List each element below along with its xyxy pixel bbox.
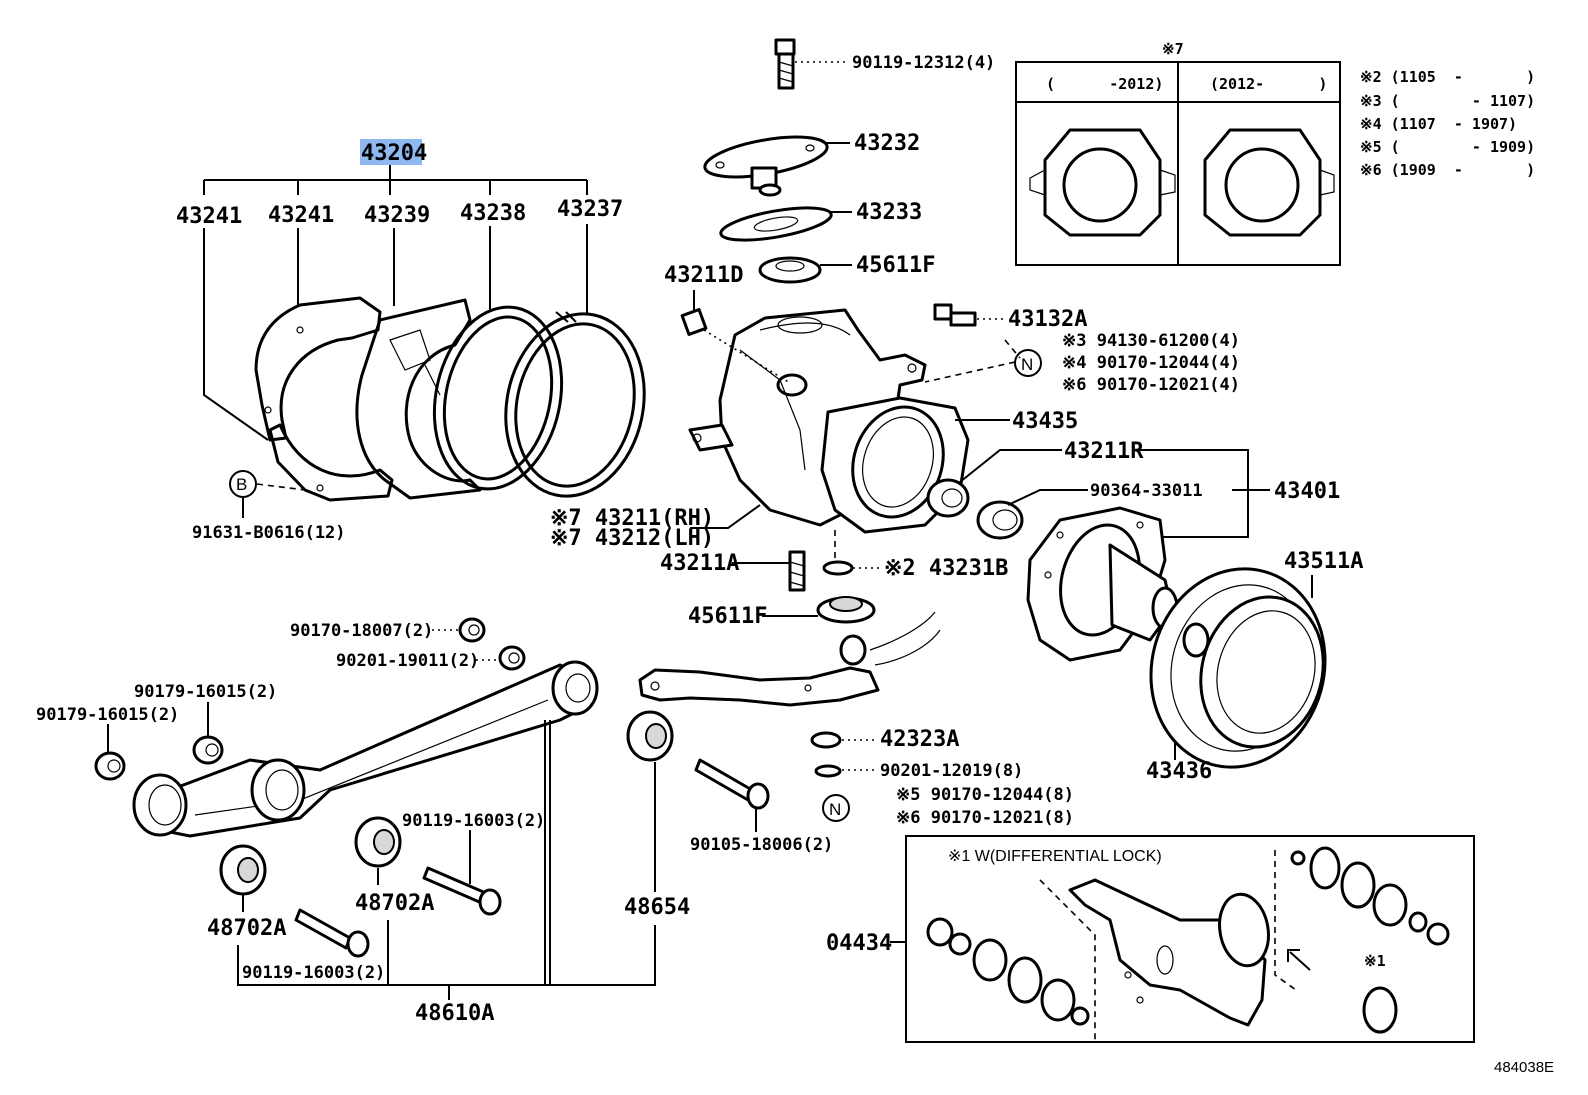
callout-43435[interactable]: 43435 <box>1012 409 1078 434</box>
callout-90179-16015-a[interactable]: 90179-16015(2) <box>134 682 277 702</box>
callout-90170-12021-b[interactable]: ※6 90170-12021(8) <box>896 808 1074 828</box>
bolt-90105-18006 <box>694 758 770 832</box>
bracket-43204 <box>203 165 588 441</box>
washer-42323A <box>810 731 878 749</box>
variant-box-title: ※7 <box>1162 40 1184 58</box>
callout-N-1: N <box>1021 355 1033 374</box>
ref-N-1 <box>1014 349 1042 377</box>
ring-43238 <box>432 305 564 491</box>
callout-48610A[interactable]: 48610A <box>415 1001 494 1026</box>
nut-90170-18007 <box>432 617 486 643</box>
spindle-43401 <box>1026 506 1179 662</box>
callout-45611F-top[interactable]: 45611F <box>856 253 935 278</box>
highlight-43204 <box>360 139 422 165</box>
steering-arm <box>638 611 941 707</box>
shim-43233 <box>719 206 852 242</box>
bushing-48654 <box>626 710 674 892</box>
callout-43237[interactable]: 43237 <box>557 197 623 222</box>
bolt-90119-16003-a <box>422 830 502 916</box>
bolt-90119-16003-b <box>294 908 370 958</box>
stud-43211D <box>680 290 791 384</box>
callout-90201-19011[interactable]: 90201-19011(2) <box>336 651 479 671</box>
callout-90119-16003-b[interactable]: 90119-16003(2) <box>242 963 385 983</box>
callout-43132A[interactable]: 43132A <box>1008 307 1087 332</box>
bearing-45611F-top <box>758 256 852 284</box>
callout-90119-12312[interactable]: 90119-12312(4) <box>852 53 995 73</box>
callout-43238[interactable]: 43238 <box>460 201 526 226</box>
kit-box-title: ※1 W(DIFFERENTIAL LOCK) <box>948 848 1162 865</box>
callout-43232[interactable]: 43232 <box>854 131 920 156</box>
bushing-43211R <box>926 449 1062 518</box>
callout-04434[interactable]: 04434 <box>826 931 892 956</box>
callout-43436[interactable]: 43436 <box>1146 759 1212 784</box>
callout-43241-b[interactable]: 43241 <box>268 203 334 228</box>
callout-94130-61200[interactable]: ※3 94130-61200(4) <box>1062 331 1240 351</box>
callout-42323A[interactable]: 42323A <box>880 727 959 752</box>
washer-43231B <box>822 530 880 576</box>
bolt-90119-12312 <box>774 38 848 90</box>
washer-90201-12019 <box>814 764 878 778</box>
callout-48702A-a[interactable]: 48702A <box>207 916 286 941</box>
callout-90201-12019[interactable]: 90201-12019(8) <box>880 761 1023 781</box>
callout-90179-16015-b[interactable]: 90179-16015(2) <box>36 705 179 725</box>
washer-90201-19011 <box>476 645 526 671</box>
callout-90119-16003-a[interactable]: 90119-16003(2) <box>402 811 545 831</box>
leader-43211 <box>690 504 761 529</box>
callout-91631-B0616[interactable]: 91631-B0616(12) <box>192 523 346 543</box>
legend-row-2: ※3 ( - 1107) <box>1360 92 1535 110</box>
seal-43511A <box>1149 567 1327 769</box>
callout-90170-18007[interactable]: 90170-18007(2) <box>290 621 433 641</box>
variant-left-header: ( -2012) <box>1046 75 1163 93</box>
drawing-code: 484038E <box>1494 1059 1554 1076</box>
legend-row-4: ※5 ( - 1909) <box>1360 138 1535 156</box>
callout-90170-12044-a[interactable]: ※4 90170-12044(4) <box>1062 353 1240 373</box>
bushing-48702A-b <box>354 816 402 885</box>
callout-B: B <box>236 475 247 494</box>
legend-row-3: ※4 (1107 - 1907) <box>1360 115 1517 133</box>
nut-90179-16015-a <box>192 702 224 765</box>
cap-43232 <box>703 135 850 197</box>
callout-N-2: N <box>829 800 841 819</box>
kit-box-04434 <box>890 835 1475 1043</box>
callout-43211A[interactable]: 43211A <box>660 551 739 576</box>
nut-90179-16015-b <box>94 724 126 781</box>
kit-box-mark: ※1 <box>1364 952 1386 970</box>
callout-43211R[interactable]: 43211R <box>1064 439 1144 464</box>
bearing-90364-33011 <box>976 489 1088 540</box>
callout-43211-RH[interactable]: ※7 43211(RH) <box>550 506 714 531</box>
stud-43211A <box>732 550 806 592</box>
callout-43211D[interactable]: 43211D <box>664 263 743 288</box>
callout-90170-12044-b[interactable]: ※5 90170-12044(8) <box>896 785 1074 805</box>
callout-43511A[interactable]: 43511A <box>1284 549 1363 574</box>
callout-90364-33011[interactable]: 90364-33011 <box>1090 481 1203 501</box>
ref-B <box>229 470 306 518</box>
bracket-48610A <box>237 720 656 1000</box>
variant-box <box>1015 61 1341 266</box>
callout-43204[interactable]: 43204 <box>361 141 427 166</box>
callout-43233[interactable]: 43233 <box>856 200 922 225</box>
callout-90170-12021-a[interactable]: ※6 90170-12021(4) <box>1062 375 1240 395</box>
bushing-48702A-a <box>219 844 267 912</box>
callout-43239[interactable]: 43239 <box>364 203 430 228</box>
ring-43237 <box>504 311 646 498</box>
callout-45611F-bottom[interactable]: 45611F <box>688 604 767 629</box>
variant-right-header: (2012- ) <box>1210 75 1327 93</box>
legend-row-5: ※6 (1909 - ) <box>1360 161 1535 179</box>
bolt-43132A <box>924 303 1021 383</box>
callout-43231B[interactable]: ※2 43231B <box>884 556 1008 581</box>
bearing-45611F-bottom <box>762 596 876 624</box>
ref-N-2 <box>822 794 850 822</box>
bracket-43401 <box>1135 449 1249 538</box>
callout-48654[interactable]: 48654 <box>624 895 690 920</box>
lower-arm-48610A <box>132 660 599 838</box>
callout-43401[interactable]: 43401 <box>1274 479 1340 504</box>
callout-43241-a[interactable]: 43241 <box>176 204 242 229</box>
legend-row-1: ※2 (1105 - ) <box>1360 68 1535 86</box>
callout-48702A-b[interactable]: 48702A <box>355 891 434 916</box>
callout-90105-18006[interactable]: 90105-18006(2) <box>690 835 833 855</box>
callout-43212-LH[interactable]: ※7 43212(LH) <box>550 526 714 551</box>
dust-seal-43241 <box>254 296 394 502</box>
